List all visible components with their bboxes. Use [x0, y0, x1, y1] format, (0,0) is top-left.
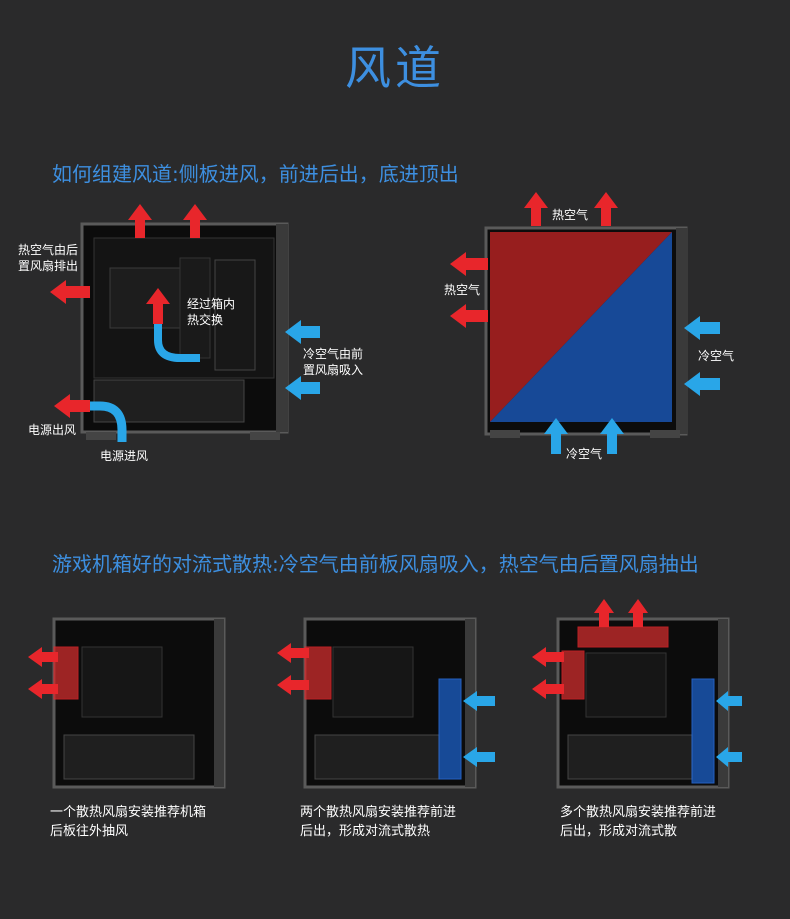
rear-hot-arrow-2	[450, 304, 488, 328]
label-heat-exchange: 经过箱内 热交换	[187, 297, 236, 327]
label-rear-hot: 热空气	[444, 283, 481, 297]
front-intake-arrow-2	[716, 747, 742, 767]
label-front-cold: 冷空气	[698, 349, 735, 363]
bottom-cold-arrow-1	[544, 418, 568, 454]
top-hot-arrow-2	[594, 192, 618, 226]
front-intake-arrow-2	[463, 747, 495, 767]
page-title: 风道	[345, 41, 445, 95]
heat-exchange-arrow	[154, 300, 200, 362]
label-top-hot: 热空气	[552, 208, 589, 222]
front-intake-arrow-1	[716, 691, 742, 711]
top-exhaust-arrow-1	[594, 599, 614, 627]
two-fan-case	[277, 617, 495, 789]
caption-two-fans: 两个散热风扇安装推荐前进 后出，形成对流式散热	[300, 805, 457, 839]
section2-heading: 游戏机箱好的对流式散热:冷空气由前板风扇吸入，热空气由后置风扇抽出	[52, 552, 699, 576]
section1-heading: 如何组建风道:侧板进风，前进后出，底进顶出	[52, 162, 459, 186]
top-hot-arrow-1	[524, 192, 548, 226]
single-fan-case	[28, 617, 226, 789]
rear-exhaust-arrow-2	[28, 679, 58, 699]
label-psu-out: 电源出风	[28, 423, 77, 437]
label-rear-exhaust: 热空气由后 置风扇排出	[18, 243, 79, 273]
front-intake-arrow-1	[463, 691, 495, 711]
multi-fan-case	[532, 599, 742, 789]
rear-exhaust-arrow-1	[277, 643, 309, 663]
top-exhaust-arrow-2	[628, 599, 648, 627]
front-intake-arrow-1	[285, 320, 320, 344]
bottom-cold-arrow-2	[600, 418, 624, 454]
heat-exchange-arrow-head	[146, 288, 170, 324]
label-front-intake: 冷空气由前 置风扇吸入	[303, 347, 364, 377]
airflow-diagram-left	[50, 204, 320, 442]
psu-out-arrow-head	[54, 394, 90, 418]
rear-exhaust-arrow-1	[28, 647, 58, 667]
top-exhaust-arrow-1	[128, 204, 152, 238]
top-exhaust-arrow-2	[183, 204, 207, 238]
airflow-diagram-right	[450, 192, 720, 454]
rear-exhaust-arrow-2	[532, 679, 564, 699]
rear-exhaust-arrow-1	[532, 647, 564, 667]
caption-multi-fans: 多个散热风扇安装推荐前进 后出，形成对流式散	[560, 805, 717, 839]
rear-hot-arrow-1	[450, 252, 488, 276]
front-intake-arrow-2	[285, 376, 320, 400]
psu-airflow-arrow	[76, 401, 127, 442]
rear-exhaust-arrow	[50, 280, 90, 304]
front-cold-arrow-2	[684, 372, 720, 396]
label-bottom-cold: 冷空气	[566, 447, 603, 461]
rear-exhaust-arrow-2	[277, 675, 309, 695]
front-cold-arrow-1	[684, 316, 720, 340]
label-psu-in: 电源进风	[100, 449, 149, 463]
caption-single-fan: 一个散热风扇安装推荐机箱 后板往外抽风	[50, 805, 207, 839]
